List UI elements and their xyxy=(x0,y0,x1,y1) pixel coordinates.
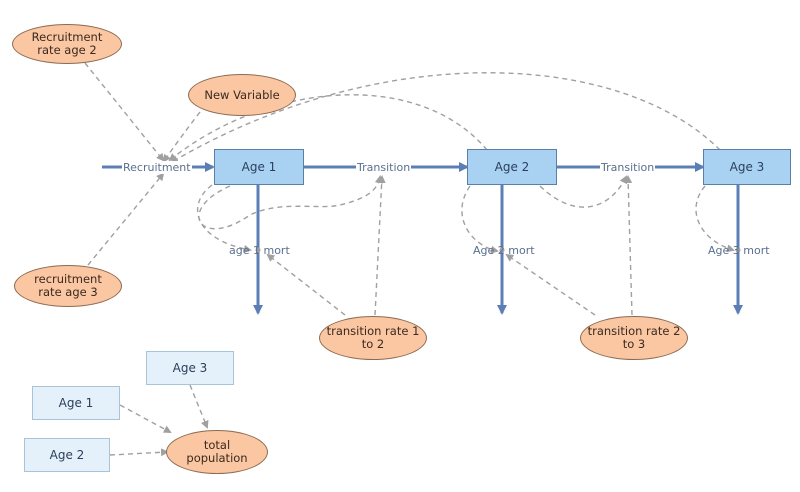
link-rate-age3-to-recruitment xyxy=(87,172,165,266)
stock-age2[interactable]: Age 2 xyxy=(467,149,557,185)
link-rate12-to-transition1 xyxy=(374,175,386,316)
var-recruitment-rate-age3-label: recruitment rate age 3 xyxy=(34,272,102,299)
var-transition-rate-2-3-label: transition rate 2 to 3 xyxy=(587,324,681,351)
mort3-flow-label[interactable]: Age 3 mort xyxy=(708,244,770,257)
link-age2-to-mort2 xyxy=(461,185,499,254)
mort2-flow-label[interactable]: Age 2 mort xyxy=(473,244,535,257)
var-transition-rate-1-2[interactable]: transition rate 1 to 2 xyxy=(319,316,427,360)
link-rate-age2-to-recruitment xyxy=(84,62,165,162)
var-recruitment-rate-age2-label: Recruitment rate age 2 xyxy=(31,30,103,57)
link-age2-to-transition2 xyxy=(539,175,627,208)
link-age3-to-recruitment xyxy=(170,72,721,164)
ghost-age2-label: Age 2 xyxy=(49,448,85,462)
ghost-age3[interactable]: Age 3 xyxy=(146,351,234,385)
transition2-flow-label[interactable]: Transition xyxy=(600,161,656,174)
mort1-flow-label[interactable]: age 1 mort xyxy=(229,244,290,257)
var-new-variable[interactable]: New Variable xyxy=(188,74,296,116)
link-newvar-to-recruitment xyxy=(162,111,201,163)
link-age3-to-mort3 xyxy=(695,185,735,253)
recruitment-flow-label[interactable]: Recruitment xyxy=(122,161,192,174)
var-new-variable-label: New Variable xyxy=(204,87,280,102)
var-transition-rate-2-3[interactable]: transition rate 2 to 3 xyxy=(580,316,688,360)
var-recruitment-rate-age2[interactable]: Recruitment rate age 2 xyxy=(12,24,122,64)
link-ghost-age2-to-total xyxy=(109,448,169,457)
link-rate23-to-mort2 xyxy=(505,253,596,316)
link-ghost-age3-to-total xyxy=(189,384,209,429)
link-ghost-age1-to-total xyxy=(119,404,172,433)
mort3-valve xyxy=(735,247,741,253)
stock-age1-label: Age 1 xyxy=(241,160,277,174)
stock-age3[interactable]: Age 3 xyxy=(703,149,791,185)
link-rate23-to-transition2 xyxy=(624,175,633,316)
transition1-flow-label[interactable]: Transition xyxy=(356,161,412,174)
link-age1-to-mort1 xyxy=(196,184,252,253)
stock-age2-label: Age 2 xyxy=(494,160,530,174)
var-total-population[interactable]: total population xyxy=(166,430,268,474)
mort1-valve xyxy=(255,247,261,253)
var-recruitment-rate-age3[interactable]: recruitment rate age 3 xyxy=(14,265,122,307)
var-transition-rate-1-2-label: transition rate 1 to 2 xyxy=(326,324,420,351)
mort2-valve xyxy=(499,247,505,253)
link-rate12-to-mort1 xyxy=(266,253,346,316)
ghost-age3-label: Age 3 xyxy=(172,361,208,375)
stock-age3-label: Age 3 xyxy=(729,160,765,174)
ghost-age2[interactable]: Age 2 xyxy=(24,438,110,472)
stock-age1[interactable]: Age 1 xyxy=(214,149,304,185)
ghost-age1[interactable]: Age 1 xyxy=(32,386,120,420)
ghost-age1-label: Age 1 xyxy=(58,396,94,410)
var-total-population-label: total population xyxy=(186,438,248,465)
